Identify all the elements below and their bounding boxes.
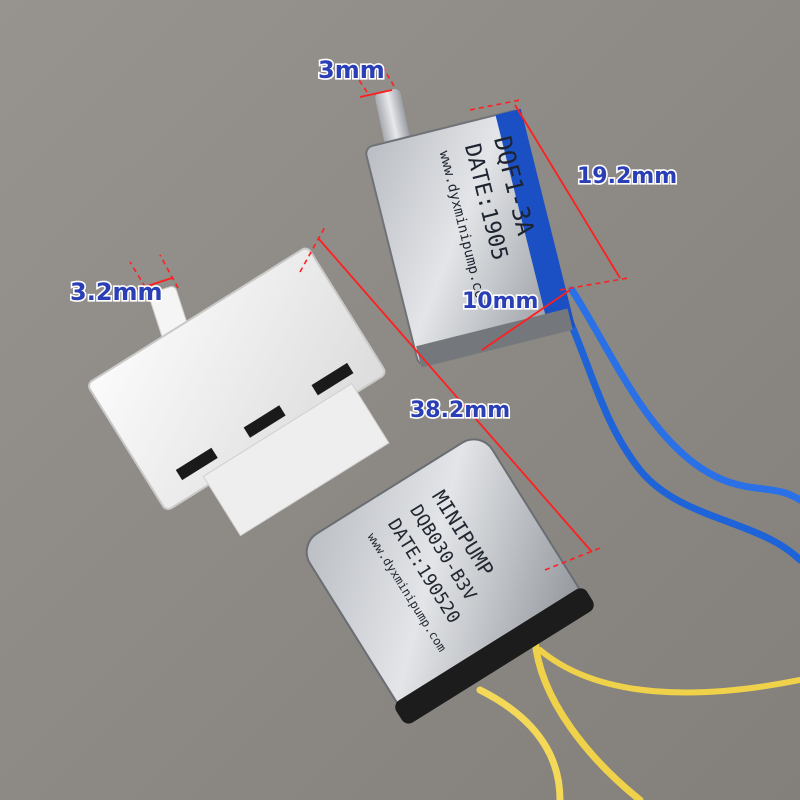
dimension-lines bbox=[129, 65, 629, 571]
yellow-wire bbox=[537, 647, 800, 696]
dimension-line-pump-length bbox=[317, 237, 593, 553]
dimension-line-valve-length bbox=[514, 104, 621, 279]
dimension-label-pump-nozzle: 3.2mm bbox=[70, 278, 163, 306]
pump-head-slot bbox=[175, 447, 218, 481]
blue-wire bbox=[568, 286, 800, 504]
valve-coil-tape bbox=[495, 108, 576, 334]
yellow-wire bbox=[531, 636, 644, 800]
dimension-guide bbox=[381, 65, 395, 87]
valve-pin bbox=[375, 89, 411, 151]
dimension-line-valve-width bbox=[481, 289, 571, 351]
pump-head-slot bbox=[243, 405, 286, 438]
pump-head-slot bbox=[311, 362, 354, 396]
dimension-label-valve-pin: 3mm bbox=[318, 56, 385, 84]
solenoid-valve: DQF1-3A DATE:1905 www.dyxminipump.com bbox=[365, 89, 800, 564]
yellow-wire bbox=[476, 686, 564, 800]
dimension-label-pump-length: 38.2mm bbox=[410, 398, 510, 423]
dimension-guide bbox=[129, 261, 151, 296]
pump-motor-endcap bbox=[395, 588, 594, 724]
dimension-line-pump-nozzle bbox=[134, 277, 173, 291]
pump-head-collar bbox=[202, 382, 390, 537]
blue-wire bbox=[556, 296, 800, 564]
mini-pump: MINIPUMP DQB030-B3V DATE:190520 www.dyxm… bbox=[88, 247, 800, 800]
dimension-guide bbox=[354, 73, 368, 93]
dimension-guide bbox=[559, 277, 629, 291]
valve-base bbox=[416, 308, 573, 368]
dimension-guide bbox=[159, 254, 179, 289]
dimension-label-valve-width: 10mm bbox=[462, 289, 538, 314]
dimension-line-valve-pin bbox=[359, 89, 393, 98]
dimension-label-valve-length: 19.2mm bbox=[577, 164, 677, 189]
